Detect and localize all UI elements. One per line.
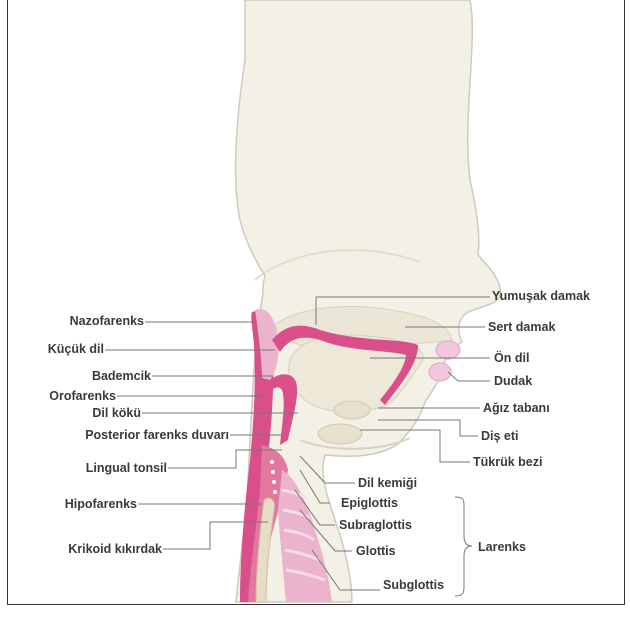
label-subraglottis: Subraglottis	[339, 518, 412, 532]
label-yumusak-damak: Yumuşak damak	[492, 289, 590, 303]
label-agiz-tabani: Ağız tabanı	[483, 401, 550, 415]
lower-lip	[429, 363, 451, 381]
label-krikoid-kikirdak: Krikoid kıkırdak	[20, 542, 162, 556]
label-epiglottis: Epiglottis	[341, 496, 398, 510]
label-hipofarenks: Hipofarenks	[20, 497, 137, 511]
label-on-dil: Ön dil	[494, 351, 529, 365]
label-dil-kemigi: Dil kemiği	[358, 476, 417, 490]
label-posterior-farenks-duvari: Posterior farenks duvarı	[20, 428, 229, 442]
salivary-gland	[318, 424, 362, 444]
label-nazofarenks: Nazofarenks	[30, 314, 144, 328]
label-kucuk-dil: Küçük dil	[10, 342, 104, 356]
label-subglottis: Subglottis	[383, 578, 444, 592]
label-glottis: Glottis	[356, 544, 396, 558]
upper-lip	[436, 341, 460, 359]
label-dudak: Dudak	[494, 374, 532, 388]
label-dis-eti: Diş eti	[481, 429, 519, 443]
label-larenks: Larenks	[478, 540, 526, 554]
larenks-bracket	[455, 497, 472, 596]
label-orofarenks: Orofarenks	[10, 389, 116, 403]
floor-of-mouth	[334, 401, 370, 419]
label-bademcik: Bademcik	[30, 369, 151, 383]
label-lingual-tonsil: Lingual tonsil	[30, 461, 167, 475]
label-dil-koku: Dil kökü	[30, 406, 141, 420]
label-sert-damak: Sert damak	[488, 320, 555, 334]
label-tukruk-bezi: Tükrük bezi	[473, 455, 542, 469]
